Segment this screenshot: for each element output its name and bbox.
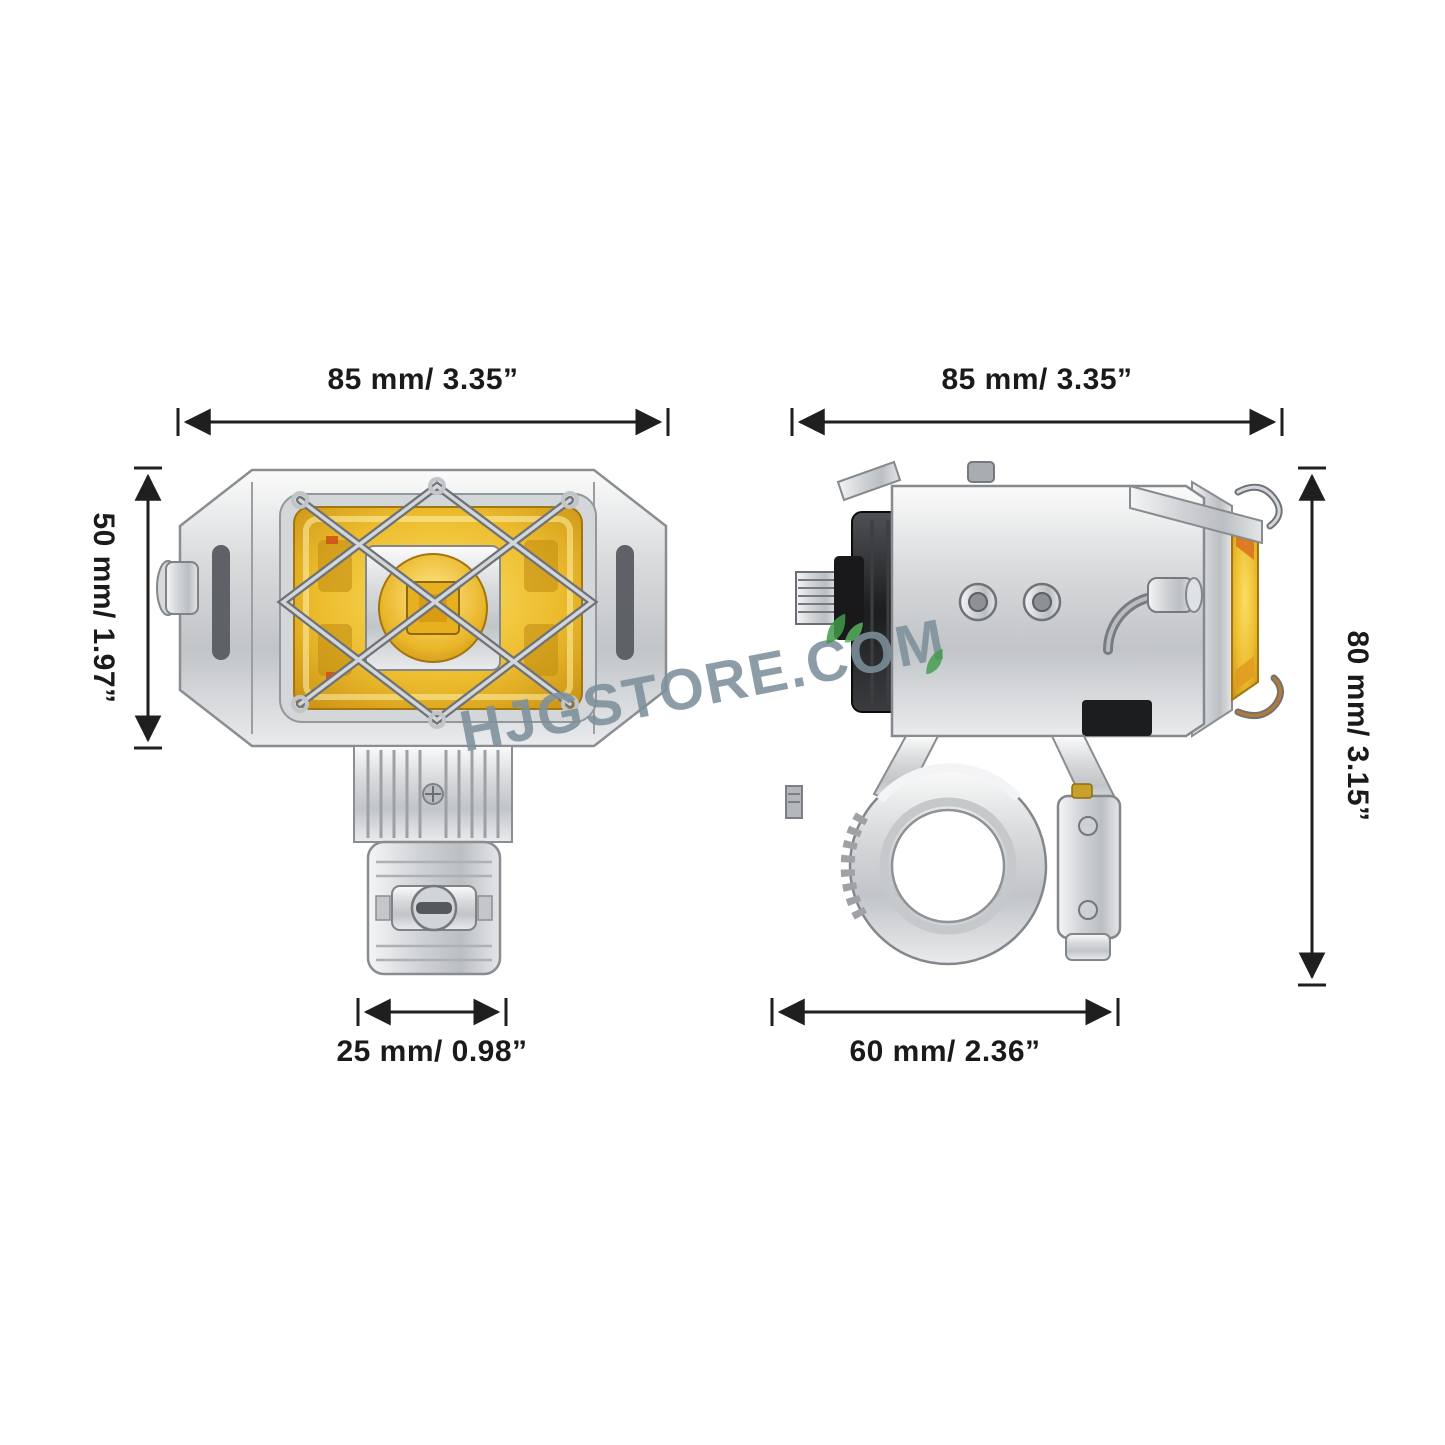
dim-arrow-mount-width xyxy=(356,998,508,1026)
dim-label-side-height: 80 mm/ 3.15” xyxy=(1341,630,1374,822)
side-wire-hooks xyxy=(1234,483,1284,720)
dim-arrow-side-width xyxy=(790,408,1284,436)
side-top-tab xyxy=(1129,484,1263,545)
front-view-drawing xyxy=(156,468,668,976)
dim-label-clamp-width: 60 mm/ 2.36” xyxy=(849,1035,1041,1068)
dim-label-side-width: 85 mm/ 3.35” xyxy=(941,363,1133,396)
connector-nut xyxy=(834,556,864,640)
dim-arrow-side-height xyxy=(1298,466,1326,987)
bracket-screws xyxy=(958,582,1062,622)
dim-label-front-width: 85 mm/ 3.35” xyxy=(327,363,519,396)
top-screw xyxy=(967,461,995,483)
dim-arrow-front-height xyxy=(134,466,162,750)
dim-label-mount-width: 25 mm/ 0.98” xyxy=(336,1035,528,1068)
dim-arrow-front-width xyxy=(176,408,670,436)
front-right-slot xyxy=(616,545,634,660)
dim-label-front-height: 50 mm/ 1.97” xyxy=(87,512,120,704)
wire-guard xyxy=(276,477,599,729)
side-button xyxy=(165,561,199,615)
tube-clamp-hole xyxy=(890,808,1006,924)
front-left-slot xyxy=(212,545,230,660)
dim-arrow-clamp-width xyxy=(770,998,1120,1026)
side-view-drawing xyxy=(785,460,1284,966)
